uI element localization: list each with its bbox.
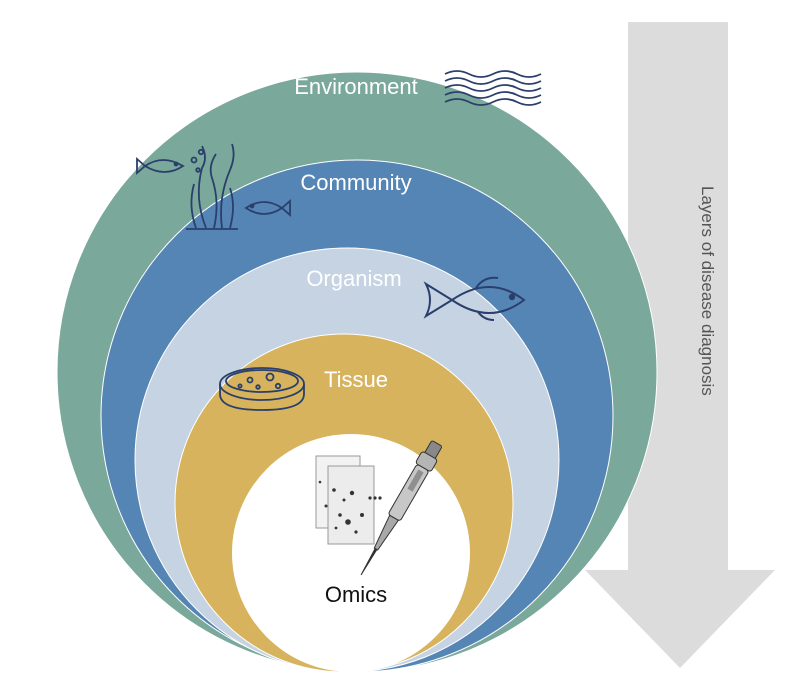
fish-seaweed-icon — [136, 143, 291, 230]
petri-dish-icon — [219, 367, 305, 411]
label-tissue: Tissue — [324, 367, 388, 392]
label-environment: Environment — [294, 74, 418, 99]
pipette-gel-icon — [315, 440, 442, 576]
arrow-label: Layers of disease diagnosis — [698, 186, 717, 396]
down-arrow-icon: Layers of disease diagnosis — [585, 22, 775, 668]
waves-icon — [444, 70, 542, 106]
fish-icon — [423, 276, 526, 321]
label-organism: Organism — [306, 266, 401, 291]
label-omics: Omics — [325, 582, 387, 607]
label-community: Community — [300, 170, 411, 195]
